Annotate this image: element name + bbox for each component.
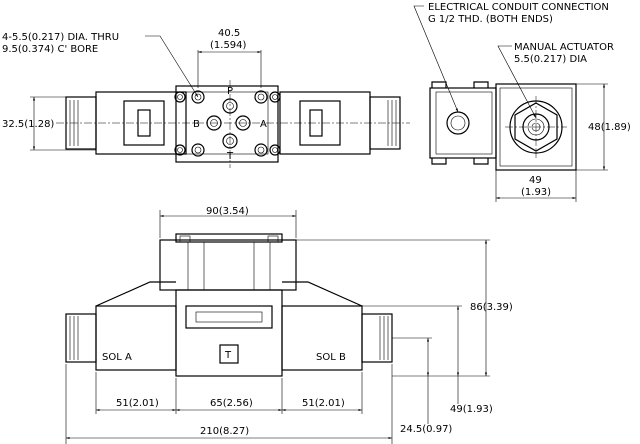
dim-40-5: 40.5 xyxy=(218,28,240,39)
conduit-note-line2: G 1/2 THD. (BOTH ENDS) xyxy=(428,14,553,25)
front-view: T SOL A SOL B 90(3.54) 86(3.39) 49(1.93)… xyxy=(65,206,513,444)
dim-51-right: 51(2.01) xyxy=(302,398,345,409)
side-view: ELECTRICAL CONDUIT CONNECTION G 1/2 THD.… xyxy=(413,2,631,202)
front-right-cap xyxy=(361,313,393,363)
t-port-box xyxy=(219,344,239,364)
dim-51-left: 51(2.01) xyxy=(116,398,159,409)
dim-49-side-inch: (1.93) xyxy=(521,187,551,198)
dim-48: 48(1.89) xyxy=(588,122,631,133)
dim-40-5-inch: (1.594) xyxy=(210,40,247,51)
dim-65: 65(2.56) xyxy=(210,398,253,409)
dim-24-5: 24.5(0.97) xyxy=(400,424,452,435)
front-top-cover xyxy=(159,239,297,291)
sol-a-label: SOL A xyxy=(102,352,132,363)
dim-49-front: 49(1.93) xyxy=(450,404,493,415)
side-coil xyxy=(495,83,577,171)
actuator-note-line2: 5.5(0.217) DIA xyxy=(514,54,587,65)
hole-note-line2: 9.5(0.374) C' BORE xyxy=(2,44,98,55)
mounting-holes xyxy=(174,90,281,157)
valve-body-top xyxy=(175,85,279,163)
hole-note-line1: 4-5.5(0.217) DIA. THRU xyxy=(2,32,119,43)
dim-210: 210(8.27) xyxy=(200,426,249,437)
sol-b-label: SOL B xyxy=(316,352,346,363)
front-left-cap xyxy=(65,313,97,363)
port-b-label: B xyxy=(193,119,200,130)
side-body xyxy=(429,87,497,159)
dim-49-side: 49 xyxy=(529,175,542,186)
front-t-label: T xyxy=(224,350,232,361)
top-view: P B A T 40.5 (1.594) 4-5.5(0.217) DIA. T… xyxy=(2,28,410,168)
port-a-label: A xyxy=(260,119,267,130)
dim-32-5: 32.5(1.28) xyxy=(2,119,54,130)
conduit-port xyxy=(446,111,470,135)
ports xyxy=(206,98,251,149)
dim-86: 86(3.39) xyxy=(470,302,513,313)
dim-90: 90(3.54) xyxy=(206,206,249,217)
actuator-note-line1: MANUAL ACTUATOR xyxy=(514,42,614,53)
conduit-note-line1: ELECTRICAL CONDUIT CONNECTION xyxy=(428,2,609,13)
